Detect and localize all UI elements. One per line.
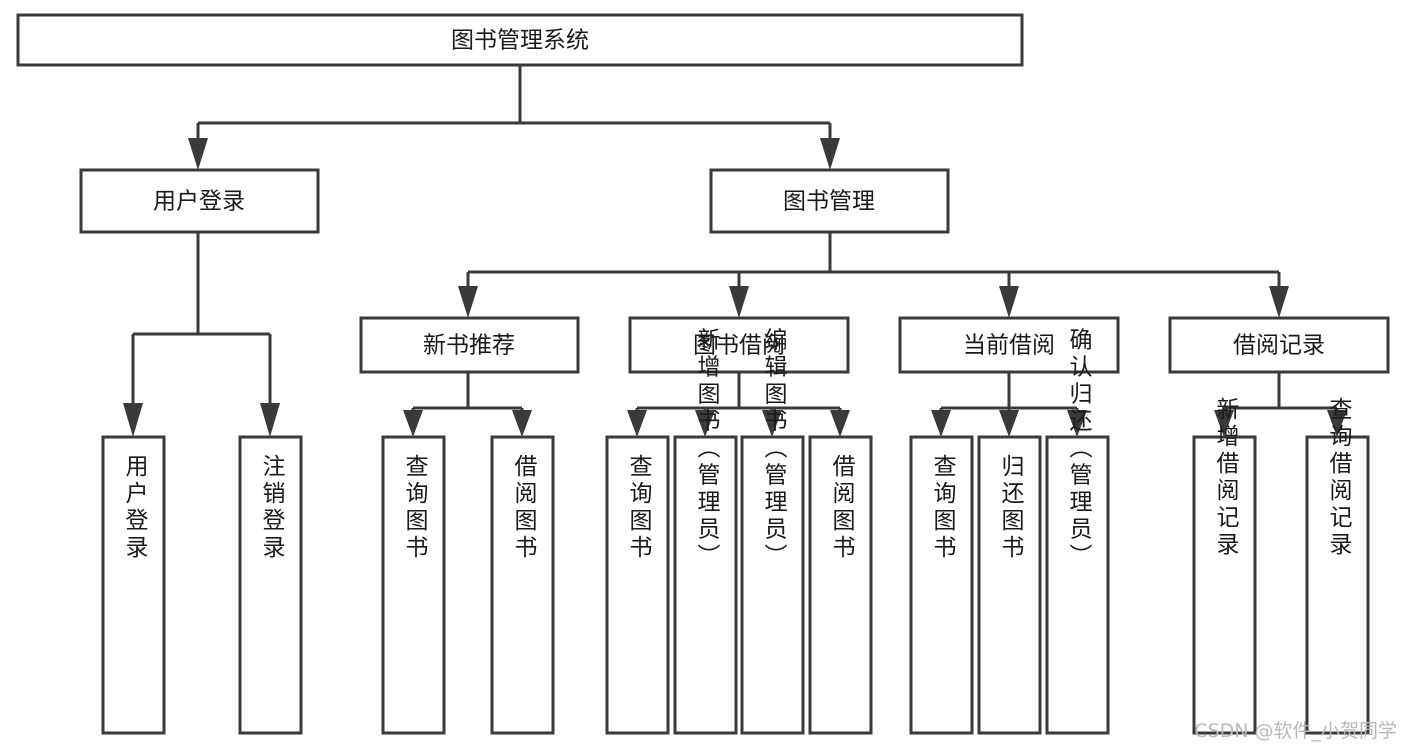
node-box	[605, 435, 670, 735]
node-box	[79, 168, 320, 234]
node-leaf-query-book-bb[interactable]: 查询图书	[605, 435, 670, 735]
node-label: 查询借阅记录	[1325, 397, 1353, 559]
node-box	[101, 435, 166, 735]
node-leaf-borrow-book-nbr[interactable]: 借阅图书	[490, 435, 555, 735]
node-label: 用户登录	[121, 454, 149, 562]
arrow-head-new-book-rec	[458, 286, 478, 318]
node-new-book-recommendation[interactable]: 新书推荐	[359, 316, 580, 374]
node-label: 新书推荐	[423, 333, 515, 359]
node-box	[1192, 435, 1257, 735]
node-box	[16, 13, 1024, 67]
arrow-head-br-query	[1327, 410, 1347, 437]
node-box	[359, 316, 580, 374]
node-box	[490, 435, 555, 735]
node-label: 借阅记录	[1233, 333, 1325, 359]
node-box	[977, 435, 1042, 735]
node-label: 图书管理	[783, 189, 875, 215]
node-box	[628, 316, 850, 374]
arrow-head-nbr-query	[403, 410, 423, 437]
node-box	[909, 435, 974, 735]
node-label: 注销登录	[258, 454, 286, 562]
node-label: 借阅图书	[510, 454, 538, 562]
node-root-book-management-system[interactable]: 图书管理系统	[16, 13, 1024, 67]
node-leaf-confirm-return-admin[interactable]: 确认归还（管理员）	[1045, 328, 1110, 735]
node-book-management[interactable]: 图书管理	[709, 168, 950, 234]
arrow-head-bb-add	[695, 410, 715, 437]
node-label: 查询图书	[625, 454, 653, 562]
node-box	[381, 435, 446, 735]
arrow-head-book-mgmt	[820, 138, 840, 170]
node-leaf-return-book[interactable]: 归还图书	[977, 435, 1042, 735]
node-label: 编辑图书（管理员）	[760, 328, 788, 571]
arrow-head-current-borrow	[999, 286, 1019, 318]
arrow-head-leaf-user-login	[123, 403, 143, 437]
arrow-head-bb-edit	[762, 410, 782, 437]
node-box	[1305, 435, 1370, 735]
node-label: 图书借阅	[693, 333, 785, 359]
node-label: 用户登录	[153, 189, 245, 215]
arrow-head-borrow-record	[1269, 286, 1289, 318]
node-label: 新增图书（管理员）	[693, 328, 721, 571]
node-user-login[interactable]: 用户登录	[79, 168, 320, 234]
node-book-borrowing[interactable]: 图书借阅	[628, 316, 850, 374]
node-borrowing-record[interactable]: 借阅记录	[1168, 316, 1390, 374]
arrow-head-br-add	[1214, 410, 1234, 437]
node-label: 借阅图书	[828, 454, 856, 562]
node-label: 新增借阅记录	[1212, 397, 1240, 559]
node-box	[808, 435, 873, 735]
node-box	[238, 435, 303, 735]
node-current-borrowing[interactable]: 当前借阅	[898, 316, 1120, 374]
node-box	[673, 435, 738, 735]
node-leaf-logout[interactable]: 注销登录	[238, 435, 303, 735]
node-label: 归还图书	[997, 454, 1025, 562]
node-leaf-query-borrow-record[interactable]: 查询借阅记录	[1305, 397, 1370, 735]
node-leaf-add-book-admin[interactable]: 新增图书（管理员）	[673, 328, 738, 735]
arrow-head-book-borrow	[729, 286, 749, 318]
node-label: 查询图书	[401, 454, 429, 562]
node-label: 图书管理系统	[451, 28, 589, 54]
arrow-head-cb-confirm	[1067, 410, 1087, 437]
node-box	[740, 435, 805, 735]
node-leaf-edit-book-admin[interactable]: 编辑图书（管理员）	[740, 328, 805, 735]
arrow-head-user-login	[188, 138, 208, 170]
node-leaf-borrow-book-bb[interactable]: 借阅图书	[808, 435, 873, 735]
node-leaf-query-book-cb[interactable]: 查询图书	[909, 435, 974, 735]
arrow-head-nbr-borrow	[512, 410, 532, 437]
node-leaf-query-book-nbr[interactable]: 查询图书	[381, 435, 446, 735]
node-box	[709, 168, 950, 234]
arrow-head-bb-query	[627, 410, 647, 437]
node-label: 当前借阅	[963, 333, 1055, 359]
node-box	[1045, 435, 1110, 735]
arrow-head-cb-query	[931, 410, 951, 437]
node-label: 查询图书	[929, 454, 957, 562]
arrow-head-bb-borrow	[830, 410, 850, 437]
arrow-head-leaf-logout	[260, 403, 280, 437]
node-box	[898, 316, 1120, 374]
node-box	[1168, 316, 1390, 374]
connector-layer	[123, 65, 1347, 437]
node-label: 确认归还（管理员）	[1065, 328, 1093, 571]
node-leaf-user-login[interactable]: 用户登录	[101, 435, 166, 735]
arrow-head-cb-return	[999, 410, 1019, 437]
node-leaf-add-borrow-record[interactable]: 新增借阅记录	[1192, 397, 1257, 735]
